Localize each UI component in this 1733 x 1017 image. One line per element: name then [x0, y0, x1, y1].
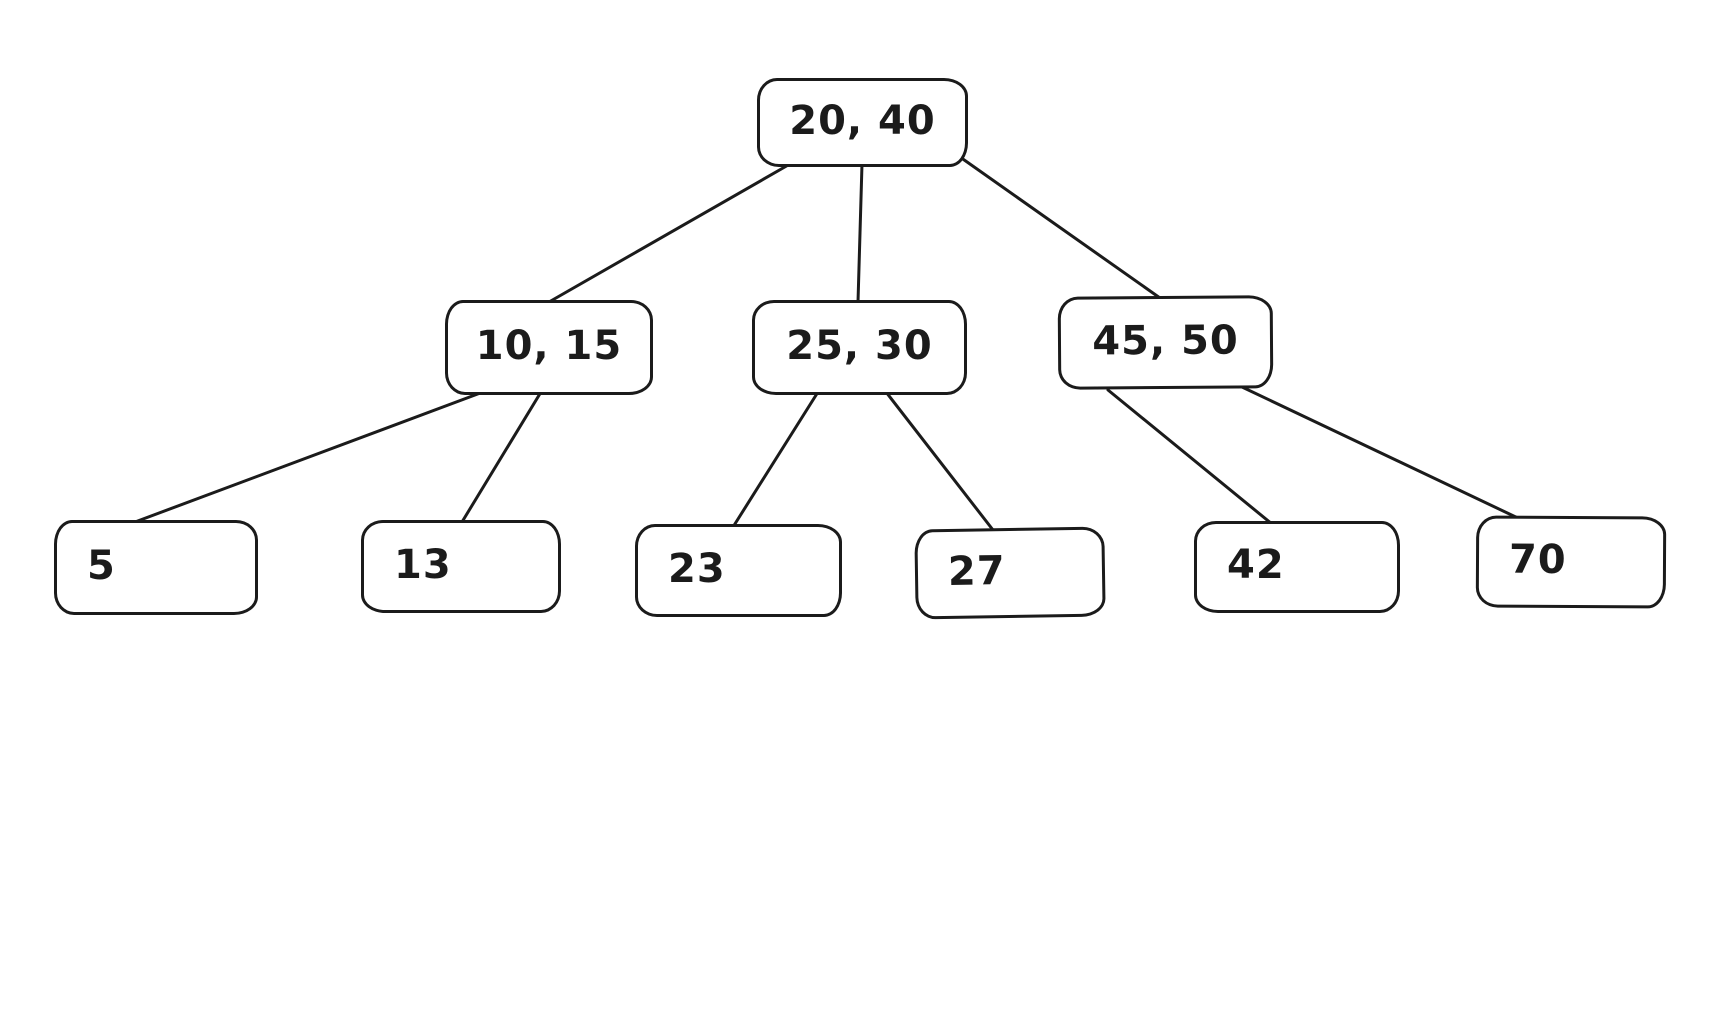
node-label: 70 [1508, 536, 1567, 583]
tree-edge-root-n25_30[interactable] [856, 162, 864, 304]
tree-node-n25_30[interactable]: 25, 30 [752, 300, 967, 395]
tree-node-n10_15[interactable]: 10, 15 [445, 300, 653, 395]
tree-node-leaf42[interactable]: 42 [1194, 521, 1400, 613]
node-label: 27 [947, 548, 1007, 595]
node-label: 5 [87, 542, 116, 589]
node-label: 10, 15 [475, 322, 623, 369]
tree-edge-n10_15-leaf5[interactable] [133, 390, 485, 524]
node-label: 23 [668, 545, 726, 592]
tree-node-root[interactable]: 20, 40 [757, 78, 968, 167]
tree-node-leaf27[interactable]: 27 [914, 526, 1106, 620]
node-label: 13 [394, 541, 452, 588]
tree-edge-root-n45_50[interactable] [958, 155, 1162, 300]
node-label: 25, 30 [786, 322, 933, 369]
tree-edge-n45_50-leaf42[interactable] [1106, 388, 1274, 526]
tree-node-leaf13[interactable]: 13 [361, 520, 561, 613]
node-label: 20, 40 [789, 97, 936, 144]
tree-edge-n25_30-leaf23[interactable] [731, 390, 820, 529]
tree-edge-n45_50-leaf70[interactable] [1240, 385, 1522, 521]
tree-edge-n25_30-leaf27[interactable] [884, 390, 995, 532]
tree-node-leaf23[interactable]: 23 [635, 524, 842, 617]
tree-node-leaf70[interactable]: 70 [1475, 515, 1667, 609]
node-label: 42 [1227, 542, 1285, 588]
node-label: 45, 50 [1092, 316, 1239, 365]
tree-edge-n10_15-leaf13[interactable] [460, 390, 543, 524]
tree-edge-root-n10_15[interactable] [547, 162, 792, 304]
tree-node-n45_50[interactable]: 45, 50 [1057, 295, 1274, 390]
tree-node-leaf5[interactable]: 5 [54, 520, 258, 615]
